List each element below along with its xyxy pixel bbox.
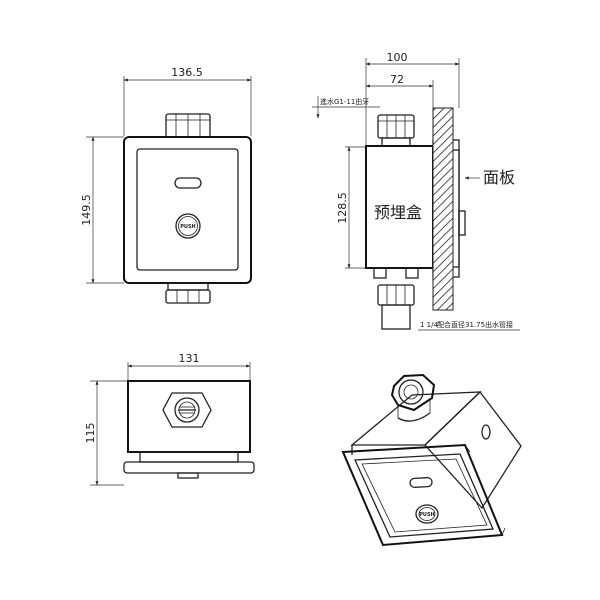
bottom-panel-button [177, 472, 199, 479]
bottom-panel-face [123, 461, 255, 474]
front-panel [136, 148, 239, 271]
side-outlet-callout: 1 1/4" 配合直径31.75出水管接 [418, 320, 520, 331]
iso-inlet-nut [390, 373, 436, 422]
front-outlet-fitting [165, 282, 211, 304]
front-sensor-window [174, 177, 202, 189]
side-box-label: 预埋盒 [374, 203, 422, 222]
front-push-button: PUSH [175, 213, 201, 239]
front-push-label: PUSH [180, 224, 196, 230]
bottom-panel-strip [139, 451, 239, 463]
side-outlet-prefix: 1 1/4" [420, 321, 441, 329]
bottom-box-body [127, 380, 251, 453]
iso-view: PUSH [341, 373, 522, 547]
side-overall-depth-label: 100 [387, 51, 408, 64]
bottom-view: 131 115 [84, 352, 255, 486]
side-inlet-callout: 進水G1-11由牙 [312, 96, 380, 119]
side-inner-depth-dimension: 72 [365, 73, 434, 146]
front-width-label: 136.5 [171, 66, 203, 79]
iso-side-hole [481, 424, 491, 440]
side-panel-button [458, 210, 466, 236]
front-height-dimension: 149.5 [80, 136, 124, 284]
front-outer-box [123, 136, 252, 284]
side-inner-depth-label: 72 [390, 73, 404, 86]
iso-box-top [350, 391, 482, 446]
side-inlet-label: 進水G1-11由牙 [320, 97, 369, 106]
side-inlet-nut [377, 114, 415, 147]
side-view: 100 72 進水G1-11由牙 128.5 [312, 51, 520, 331]
side-height-label: 128.5 [336, 192, 349, 224]
iso-sensor-window [409, 477, 433, 488]
bottom-height-label: 115 [84, 423, 97, 444]
side-outlet-label: 配合直径31.75出水管接 [437, 320, 513, 329]
side-overall-depth-dimension: 100 [365, 51, 460, 146]
iso-box-side [424, 391, 522, 510]
wall-section [432, 107, 454, 311]
iso-front-panel-inner [354, 453, 494, 538]
front-view: 136.5 149.5 PUSH [80, 66, 252, 304]
iso-push-label: PUSH [419, 512, 435, 518]
side-panel-callout: 面板 [464, 168, 515, 187]
side-height-dimension: 128.5 [336, 146, 366, 269]
front-width-dimension: 136.5 [123, 66, 252, 136]
iso-push-button: PUSH [415, 504, 439, 524]
front-inlet-nut [165, 113, 211, 138]
bottom-height-dimension: 115 [84, 380, 128, 486]
side-outlet-fitting [373, 267, 419, 330]
bottom-width-label: 131 [179, 352, 200, 365]
side-panel-label: 面板 [483, 168, 515, 187]
bottom-hex-nut [162, 392, 212, 428]
iso-front-panel-face [361, 458, 488, 533]
front-height-label: 149.5 [80, 194, 93, 226]
